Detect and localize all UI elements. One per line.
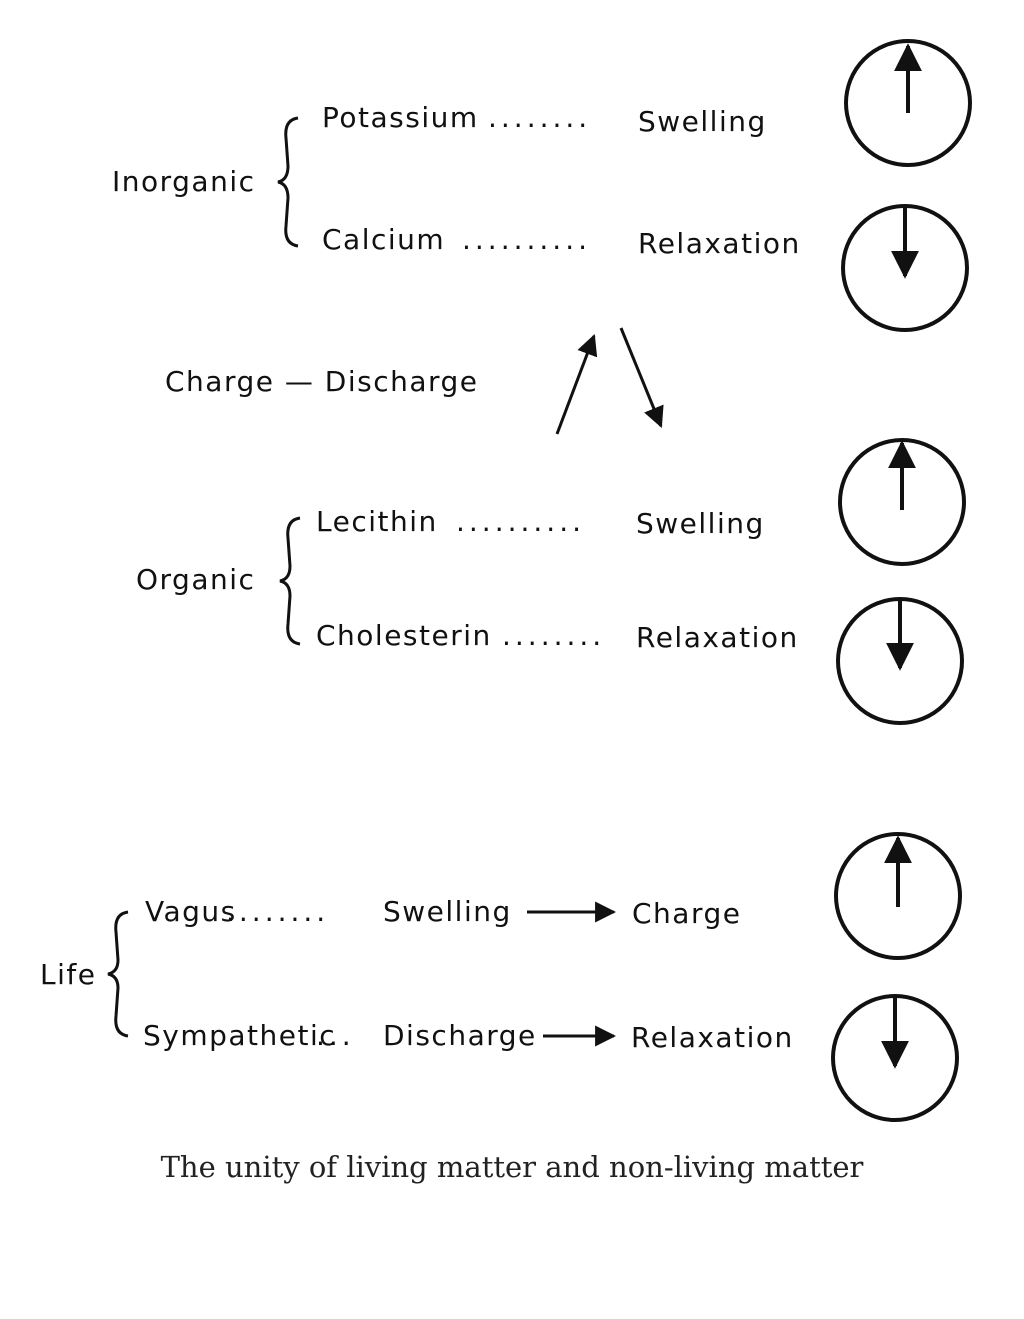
clock-arrow-up-icon <box>844 39 972 167</box>
calcium-leader-dots: .......... <box>462 223 592 256</box>
clock-arrow-up-icon <box>838 438 966 566</box>
lecithin-label: Lecithin <box>316 505 438 538</box>
sympathetic-leader-dots: ... <box>316 1019 355 1052</box>
lecithin-effect-label: Swelling <box>636 507 765 540</box>
organic-group-label: Organic <box>136 563 256 596</box>
sympathetic-effect-label: Discharge <box>383 1019 537 1052</box>
inorganic-brace-icon <box>277 116 299 248</box>
calcium-label: Calcium <box>322 223 446 256</box>
vagus-label: Vagus <box>145 895 237 928</box>
inorganic-group-label: Inorganic <box>112 165 256 198</box>
cholesterin-leader-dots: ........ <box>502 619 606 652</box>
sympathetic-result-label: Relaxation <box>631 1021 794 1054</box>
life-group-label: Life <box>40 958 97 991</box>
clock-arrow-down-icon <box>841 204 969 332</box>
diagonal-arrow-up-icon <box>555 334 598 435</box>
calcium-effect-label: Relaxation <box>638 227 801 260</box>
cholesterin-effect-label: Relaxation <box>636 621 799 654</box>
life-brace-icon <box>107 910 129 1038</box>
clock-arrow-down-icon <box>836 597 964 725</box>
potassium-effect-label: Swelling <box>638 105 767 138</box>
clock-arrow-down-icon <box>831 994 959 1122</box>
clock-arrow-up-icon <box>834 832 962 960</box>
potassium-label: Potassium <box>322 101 479 134</box>
lecithin-leader-dots: .......... <box>456 505 586 538</box>
diagonal-arrow-down-icon <box>619 327 664 428</box>
figure-caption: The unity of living matter and non-livin… <box>160 1150 864 1184</box>
vagus-result-label: Charge <box>632 897 742 930</box>
vagus-effect-label: Swelling <box>383 895 512 928</box>
cholesterin-label: Cholesterin <box>316 619 492 652</box>
charge-discharge-label: Charge — Discharge <box>165 365 479 398</box>
sympathetic-label: Sympathetic <box>143 1019 337 1052</box>
potassium-leader-dots: ........ <box>488 101 592 134</box>
organic-brace-icon <box>279 516 301 646</box>
vagus-leader-dots: ........ <box>226 895 330 928</box>
